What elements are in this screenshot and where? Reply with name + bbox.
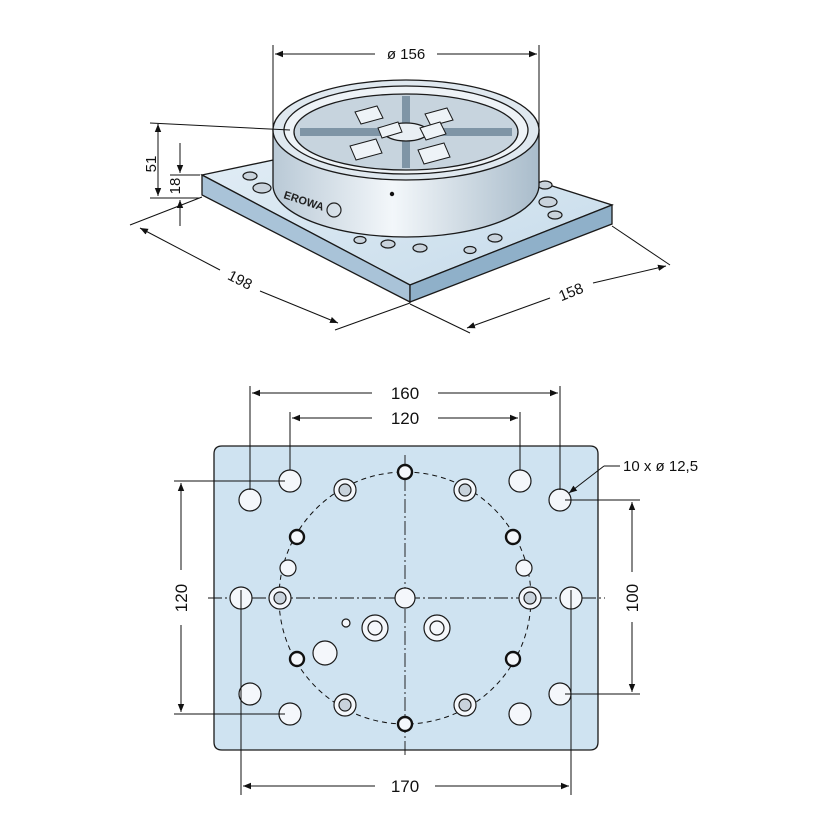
mounting-holes [229,469,583,726]
dim-bottom-label: 170 [391,777,419,796]
dim-left-vertical-label: 120 [172,584,191,612]
base-plate-right-face [409,204,613,303]
clamping-jaws [349,105,454,165]
dim-height-base-label: 18 [167,178,184,195]
dim-height-total-label: 51 [143,156,160,173]
dim-diameter-label: ø 156 [387,46,425,63]
dim-length-label: 198 [225,267,255,294]
counterbored-holes [268,478,542,717]
threaded-holes [279,463,533,733]
top-view: 160 120 120 100 170 10 x ø 12,5 [172,384,698,796]
dim-right-vertical-label: 100 [623,584,642,612]
dim-inner-holes-label: 120 [391,409,419,428]
isometric-view: EROWA ø 156 51 18 198 158 [129,45,671,334]
hole-callout-label: 10 x ø 12,5 [623,458,698,475]
dim-width-label: 158 [556,280,586,305]
brand-logo-icon [326,202,342,218]
central-features [312,614,451,666]
dim-outer-holes-label: 160 [391,384,419,403]
